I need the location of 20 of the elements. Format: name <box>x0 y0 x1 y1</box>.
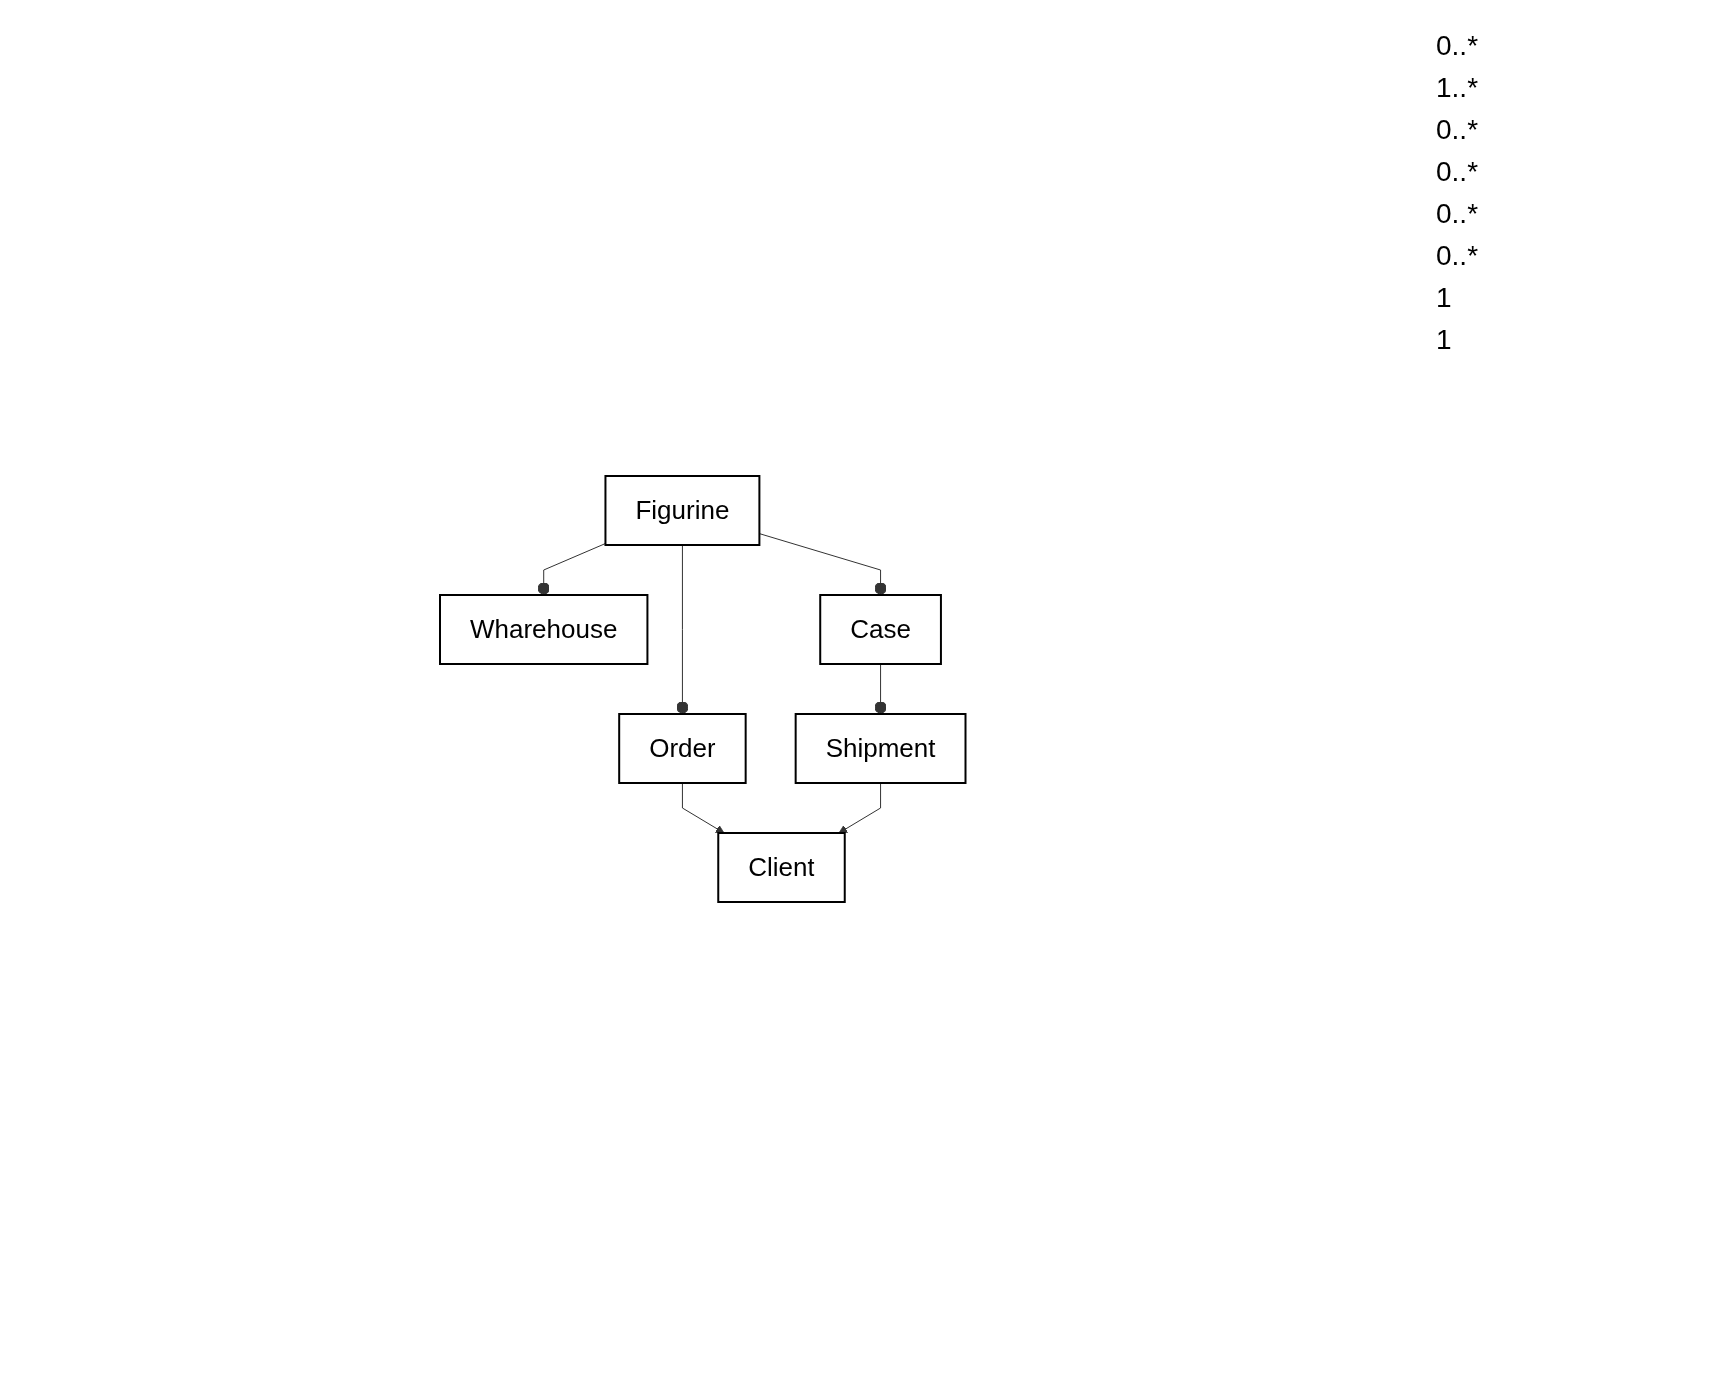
multiplicity-label: 0..* <box>1436 156 1480 188</box>
connector <box>676 544 689 714</box>
arrow <box>838 782 882 833</box>
node-box: Wharehouse <box>439 593 649 665</box>
node-box: Figurine <box>604 474 761 546</box>
node-box: Client <box>717 831 846 903</box>
arrow <box>682 782 725 833</box>
connector <box>537 542 607 595</box>
node-box: Case <box>819 593 943 665</box>
multiplicity-label: 1..* <box>1436 72 1480 104</box>
connector <box>874 663 887 714</box>
multiplicity-label: 0..* <box>1436 198 1480 230</box>
multiplicity-label: 0..* <box>1436 30 1480 62</box>
node-box: Shipment <box>794 712 967 784</box>
connector <box>759 532 887 595</box>
node-box: Order <box>618 712 747 784</box>
multiplicity-label: 0..* <box>1436 240 1480 272</box>
multiplicity-label: 1 <box>1436 282 1453 314</box>
multiplicity-label: 1 <box>1436 324 1453 356</box>
multiplicity-label: 0..* <box>1436 114 1480 146</box>
